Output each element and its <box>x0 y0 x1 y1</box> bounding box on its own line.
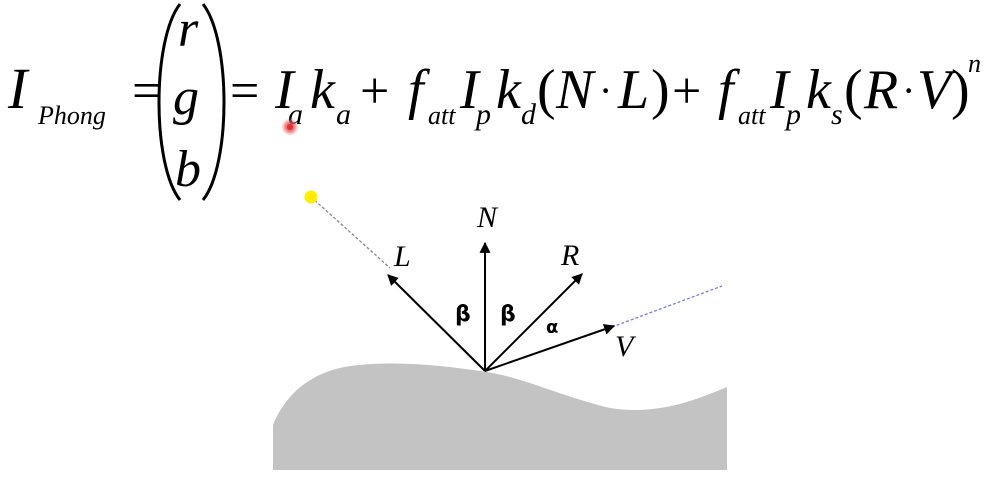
formula-equals-1: = <box>132 63 161 120</box>
term2-k-subscript: d <box>521 98 537 131</box>
formula-lhs-I: I <box>7 56 30 121</box>
label-R: R <box>560 239 579 272</box>
term2-f-subscript: att <box>428 101 456 130</box>
formula-equals-2: = <box>230 63 259 120</box>
term3-exponent: n <box>968 49 981 78</box>
formula-plus-2: + <box>672 63 701 120</box>
term3-close-paren: ) <box>951 59 970 121</box>
term3-k: k <box>806 59 832 121</box>
term3-I-subscript: p <box>784 98 801 131</box>
term2-L: L <box>617 59 649 121</box>
light-dashed-ray <box>310 196 391 269</box>
term3-f-subscript: att <box>738 101 766 130</box>
angle-beta-right: β <box>500 302 516 327</box>
term1-I: I <box>274 59 296 121</box>
label-N: N <box>476 201 499 234</box>
term3-I: I <box>769 59 791 121</box>
term2-N: N <box>555 59 596 121</box>
label-L: L <box>393 240 411 273</box>
term3-open-paren: ( <box>844 59 863 121</box>
reflection-diagram: N L R V β β α <box>273 190 727 470</box>
term3-k-subscript: s <box>831 98 843 131</box>
label-V: V <box>615 330 637 363</box>
term1-k-subscript: a <box>336 98 351 131</box>
vector-right-paren <box>201 3 226 201</box>
vector-R-arrow <box>484 273 583 372</box>
term1-k: k <box>310 59 336 121</box>
vector-b: b <box>175 141 201 198</box>
vector-g: g <box>173 69 199 126</box>
view-dashed-ray <box>611 285 723 328</box>
term2-k: k <box>496 59 522 121</box>
cursor-dot-core <box>287 124 293 130</box>
formula-lhs-subscript: Phong <box>37 101 106 130</box>
vector-L-arrow <box>387 274 486 372</box>
light-source <box>304 190 318 204</box>
term3-R: R <box>863 59 898 121</box>
angle-beta-left: β <box>455 302 471 327</box>
term2-dot: · <box>599 68 612 113</box>
term3-V: V <box>917 59 957 121</box>
formula-plus-1: + <box>360 63 389 120</box>
vector-left-paren <box>157 3 182 201</box>
term2-I: I <box>459 59 481 121</box>
surface <box>273 363 727 470</box>
term2-open-paren: ( <box>537 59 556 121</box>
term2-close-paren: ) <box>651 59 670 121</box>
term3-dot: · <box>902 68 915 113</box>
angle-alpha: α <box>546 317 558 338</box>
vector-r: r <box>178 1 199 58</box>
term2-I-subscript: p <box>474 98 491 131</box>
phong-formula: I Phong = r g b = I a k a + f att I p k … <box>7 1 981 201</box>
vector-V-arrow <box>484 324 616 372</box>
